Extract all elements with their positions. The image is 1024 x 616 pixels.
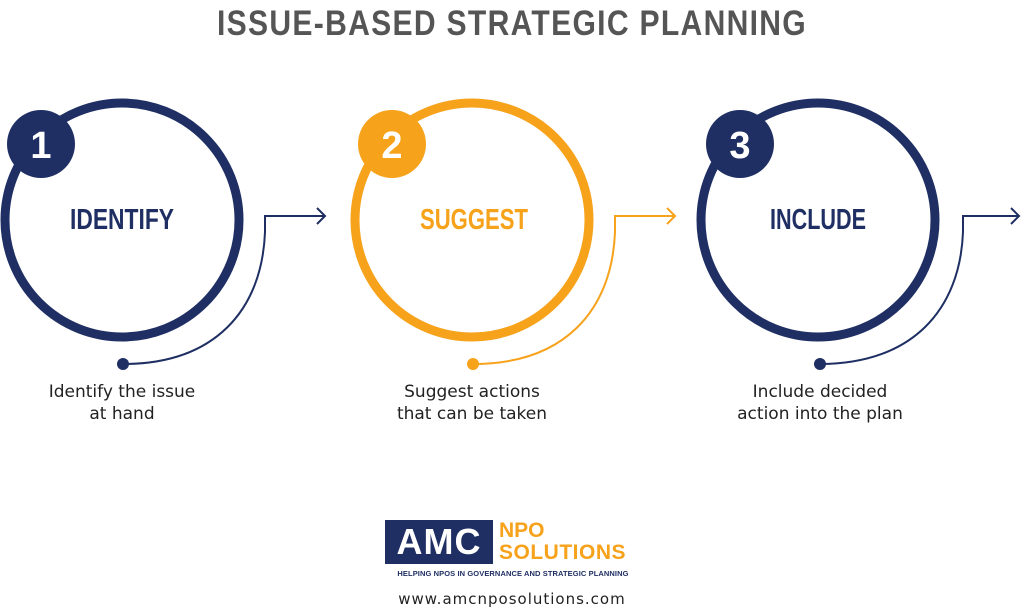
step-1-connector — [122, 215, 325, 365]
step-2-number: 2 — [381, 125, 402, 167]
step-3: 3 INCLUDE — [696, 98, 1021, 370]
step-1-arrowhead-icon — [316, 207, 327, 225]
step-3-ring — [696, 98, 940, 342]
logo-mark: AMC — [385, 520, 493, 564]
step-2-ring — [350, 98, 594, 342]
step-2-description: Suggest actions that can be taken — [352, 381, 592, 425]
step-3-arrowhead-icon — [1010, 207, 1021, 225]
step-2: 2 SUGGEST — [350, 98, 677, 370]
step-3-number-badge — [706, 110, 774, 178]
step-1-description-line: Identify the issue — [48, 382, 196, 402]
step-2-label: SUGGEST — [420, 204, 528, 236]
logo-name-line1: NPO — [499, 519, 545, 542]
step-1-description-line: at hand — [89, 404, 155, 424]
step-1-dot — [117, 358, 129, 370]
website-url: www.amcnposolutions.com — [398, 590, 626, 608]
step-3-description: Include decided action into the plan — [700, 381, 940, 425]
step-3-dot — [814, 358, 826, 370]
step-2-description-line: that can be taken — [396, 404, 548, 424]
company-logo: AMC NPO SOLUTIONS HELPING NPOS IN GOVERN… — [385, 520, 641, 580]
page-title: ISSUE-BASED STRATEGIC PLANNING — [216, 4, 808, 43]
step-1-number-badge — [7, 110, 75, 178]
step-2-connector — [472, 215, 675, 365]
step-2-number-badge — [358, 110, 426, 178]
step-1-ring — [0, 98, 244, 342]
step-2-arrowhead-icon — [666, 207, 677, 225]
step-1-description: Identify the issue at hand — [2, 381, 242, 425]
step-3-label: INCLUDE — [770, 204, 866, 236]
step-3-number: 3 — [729, 125, 750, 167]
step-2-description-line: Suggest actions — [404, 382, 540, 402]
step-1-number: 1 — [30, 125, 51, 167]
logo-name-line2: SOLUTIONS — [499, 541, 627, 564]
logo-tagline: HELPING NPOS IN GOVERNANCE AND STRATEGIC… — [397, 569, 629, 578]
step-2-dot — [467, 358, 479, 370]
step-3-description-line: Include decided — [752, 382, 888, 402]
step-1-label: IDENTIFY — [70, 204, 174, 236]
step-3-connector — [819, 215, 1019, 365]
step-3-description-line: action into the plan — [737, 404, 903, 424]
step-1: 1 IDENTIFY — [0, 98, 327, 370]
